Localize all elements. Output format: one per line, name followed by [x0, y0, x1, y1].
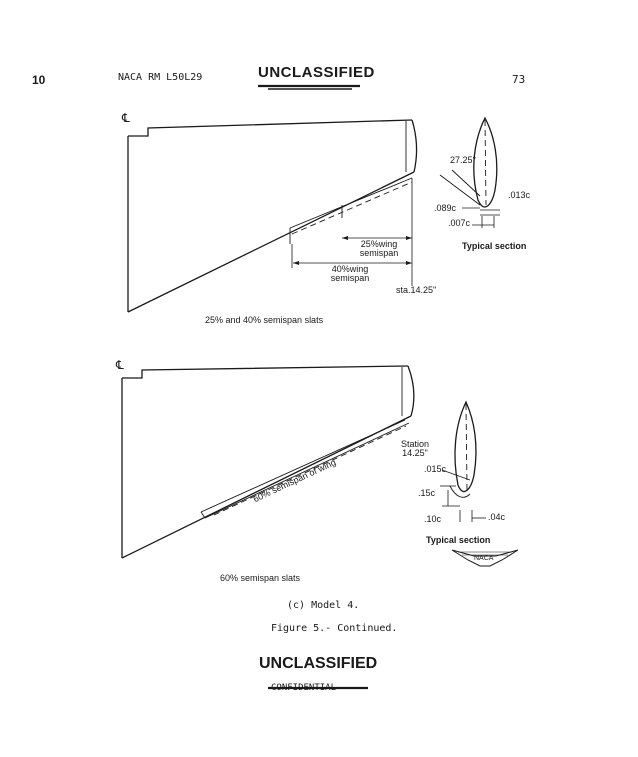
naca-logo-text: NACA — [474, 555, 494, 562]
dim-015c: .015c — [424, 464, 447, 474]
dim-089c: .089c — [434, 203, 457, 213]
centerline-mark-bottom: ℄ — [116, 358, 124, 372]
figure-caption: Figure 5.- Continued. — [271, 623, 398, 634]
dim-15c: .15c — [418, 488, 436, 498]
sheet-number: 73 — [512, 73, 526, 86]
dim-04c: .04c — [488, 512, 506, 522]
dim-10c: .10c — [424, 514, 442, 524]
centerline-mark-top: ℄ — [122, 111, 130, 125]
dim-013c: .013c — [508, 190, 531, 200]
report-id: NACA RM L50L29 — [118, 72, 203, 83]
station-label-top: sta.14.25" — [396, 285, 437, 295]
label-40-percent: 40%wing semispan — [330, 264, 370, 284]
classification-stamp-top: UNCLASSIFIED — [258, 64, 375, 81]
typical-section-caption-bottom: Typical section — [426, 535, 491, 545]
page-number: 10 — [32, 73, 46, 87]
label-25-percent: 25%wing semispan — [359, 239, 399, 259]
dim-007c: .007c — [448, 218, 471, 228]
caption-top-figure: 25% and 40% semispan slats — [205, 315, 324, 325]
classification-stamp-bottom: UNCLASSIFIED — [259, 655, 378, 672]
caption-bottom-figure: 60% semispan slats — [220, 573, 301, 583]
sub-caption: (c) Model 4. — [287, 600, 360, 611]
typical-section-caption-top: Typical section — [462, 241, 527, 251]
station-label-bottom: Station 14.25" — [400, 439, 430, 459]
angle-label: 27.25° — [450, 155, 477, 165]
